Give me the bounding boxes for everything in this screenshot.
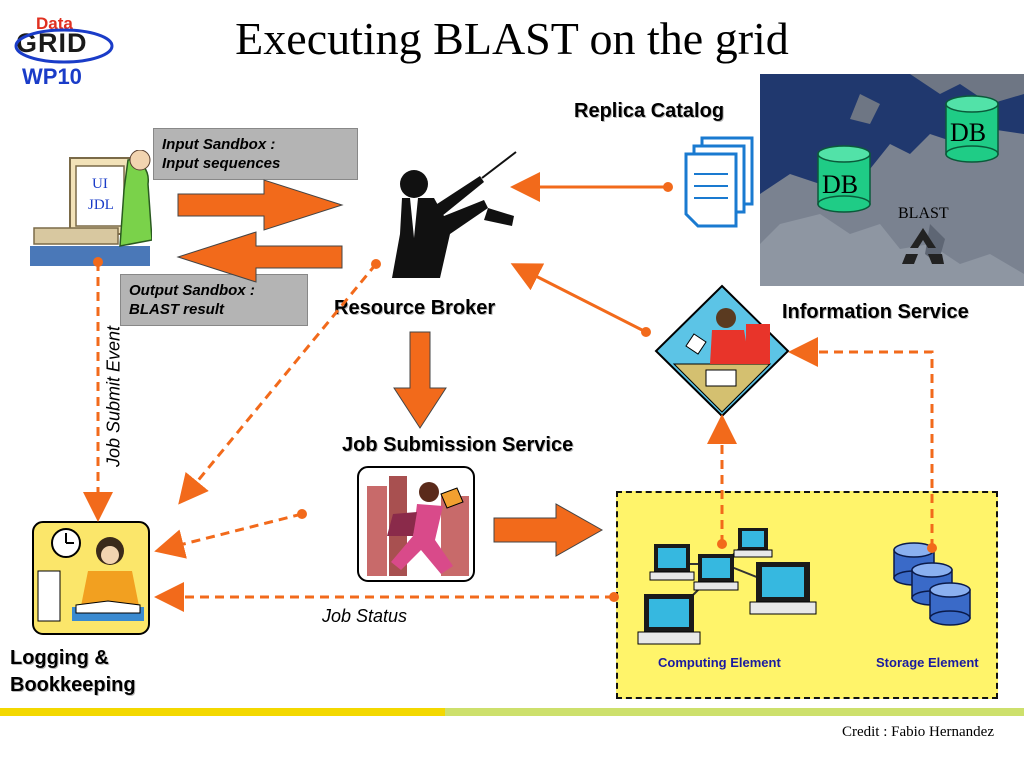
db-label: DB [950, 118, 987, 147]
se-connector-dot [927, 543, 937, 553]
info-service-to-broker-arrow [510, 263, 647, 334]
logo-data-text: Data [36, 14, 73, 33]
job-submission-service-label: Job Submission Service [342, 434, 574, 456]
footer-bar-green [445, 708, 1024, 716]
input-sandbox-title: Input Sandbox : [162, 136, 276, 153]
europe-map-image [760, 74, 1024, 286]
jss-connector-dot [297, 509, 307, 519]
ce-connector-dot [717, 539, 727, 549]
output-sandbox-content: BLAST result [129, 301, 225, 318]
ui-connector-dot [93, 257, 103, 267]
footer-bar-yellow [0, 708, 445, 716]
jss-to-ce-arrow [493, 503, 604, 557]
input-sandbox-arrow [177, 179, 344, 231]
storage-element-label: Storage Element [876, 655, 979, 670]
resource-broker-label: Resource Broker [334, 297, 496, 319]
output-sandbox-box: Output Sandbox : BLAST result [120, 274, 308, 326]
broker-to-jss-arrow [393, 331, 447, 429]
broker-connector-dot [371, 259, 381, 269]
se-to-info-service-arrow [788, 337, 934, 548]
database-icon [817, 145, 871, 213]
database-icon [945, 95, 999, 163]
input-sandbox-box: Input Sandbox : Input sequences [153, 128, 358, 180]
storage-element-icon [893, 542, 971, 626]
credit-text: Credit : Fabio Hernandez [841, 724, 994, 740]
output-sandbox-title: Output Sandbox : [129, 282, 255, 299]
jdl-label: JDL [88, 197, 114, 213]
ui-user-computer-icon [30, 150, 152, 266]
db-label: DB [822, 170, 859, 199]
logging-label-line1: Logging & [10, 647, 109, 669]
replica-catalog-connector-dot [663, 182, 673, 192]
logo-swoosh-icon [14, 28, 114, 64]
logging-bookkeeping-icon [32, 521, 150, 635]
input-sandbox-content: Input sequences [162, 155, 281, 172]
computing-element-label: Computing Element [658, 655, 781, 670]
information-service-label: Information Service [782, 301, 969, 323]
output-sandbox-arrow [176, 231, 343, 283]
slide-title: Executing BLAST on the grid [235, 13, 789, 64]
blast-label: BLAST [898, 205, 949, 222]
recycle-icon [902, 228, 944, 264]
logo-grid-text: GRID [16, 28, 88, 58]
job-submit-event-label: Job Submit Event [103, 325, 124, 468]
logo-wp10-text: WP10 [22, 64, 82, 89]
resource-broker-conductor-icon [392, 151, 517, 278]
info-service-connector-dot [641, 327, 651, 337]
replica-catalog-label: Replica Catalog [574, 100, 725, 122]
document-stack-icon [684, 136, 754, 228]
broker-to-logging-arrow [178, 263, 378, 505]
jss-to-logging-arrow [154, 512, 303, 559]
job-submission-courier-icon [357, 466, 475, 582]
ui-label: UI [92, 176, 108, 192]
computing-element-network-icon [637, 528, 817, 645]
ce-status-connector-dot [609, 592, 619, 602]
logging-label-line2: Bookkeeping [10, 674, 136, 696]
job-status-label: Job Status [322, 606, 408, 626]
